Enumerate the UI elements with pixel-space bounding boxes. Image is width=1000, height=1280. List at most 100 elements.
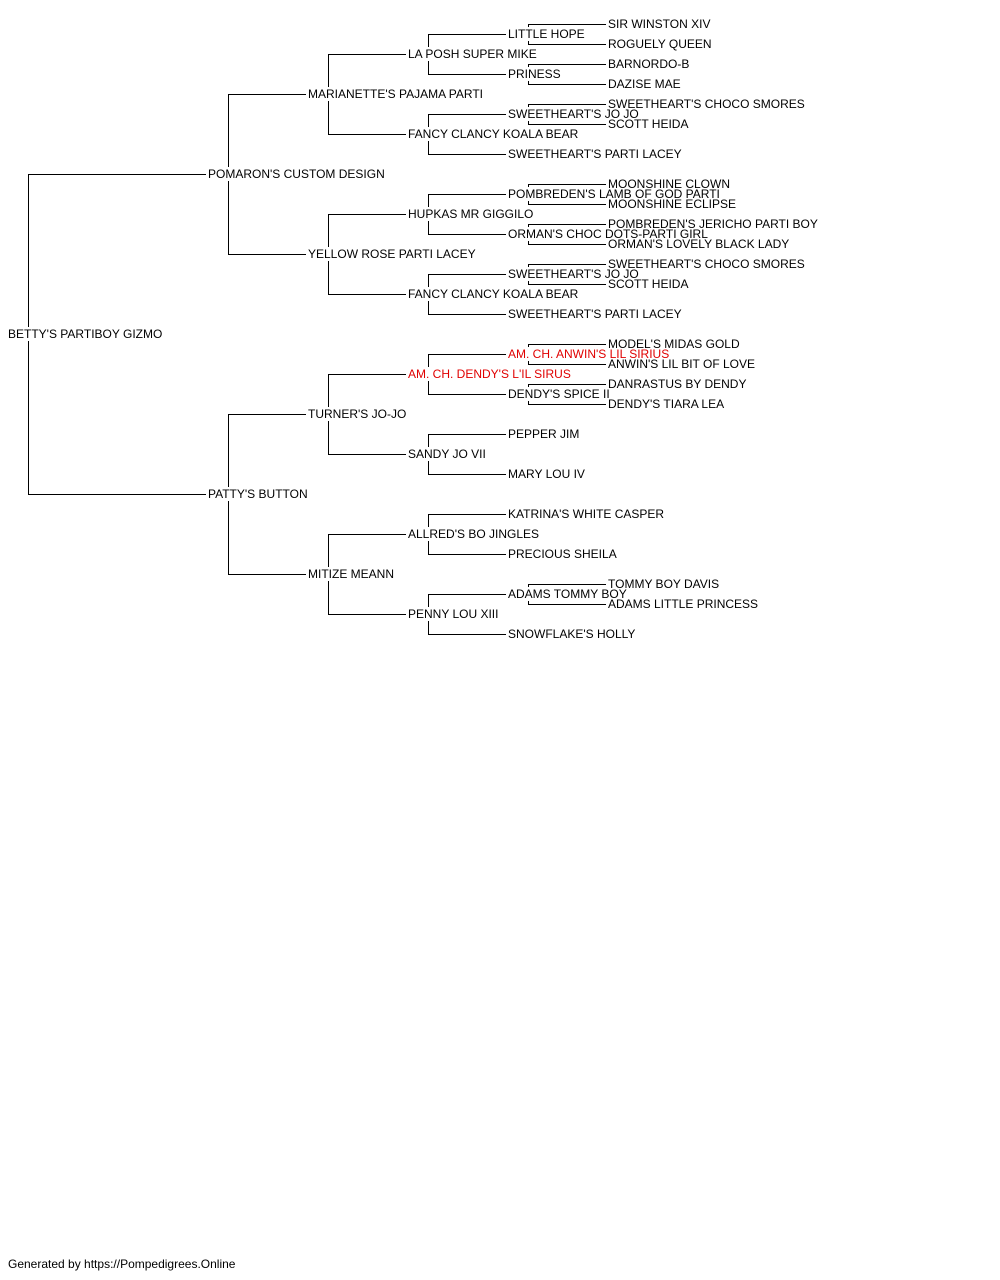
pedigree-node-scott1: SCOTT HEIDA: [608, 117, 689, 131]
connector-fancy1-to-swlacey1: [428, 141, 506, 155]
pedigree-node-tiara: DENDY'S TIARA LEA: [608, 397, 725, 411]
connector-littlehope-to-roguely: [528, 41, 606, 45]
connector-anwin-to-anwinlove: [528, 361, 606, 365]
pedigree-node-katrina: KATRINA'S WHITE CASPER: [508, 507, 665, 521]
pedigree-node-swjojo1: SWEETHEART'S JO JO: [508, 107, 639, 121]
pedigree-node-laposh: LA POSH SUPER MIKE: [408, 47, 537, 61]
pedigree-node-gizmo: BETTY'S PARTIBOY GIZMO: [8, 327, 163, 341]
pedigree-node-mclown: MOONSHINE CLOWN: [608, 177, 731, 191]
connector-sandy-to-pepperjim: [428, 434, 506, 447]
pedigree-node-maryloui: MARY LOU IV: [508, 467, 585, 481]
connector-yellowrose-to-hupkas: [328, 214, 406, 247]
connector-turner-to-sandy: [328, 421, 406, 455]
connector-marianette-to-laposh: [328, 54, 406, 87]
pedigree-node-roguely: ROGUELY QUEEN: [608, 37, 712, 51]
connector-ormanchoc-to-jericho: [528, 224, 606, 227]
pedigree-node-adamsprincess: ADAMS LITTLE PRINCESS: [608, 597, 759, 611]
pedigree-node-precious: PRECIOUS SHEILA: [508, 547, 617, 561]
pedigree-node-yellowrose: YELLOW ROSE PARTI LACEY: [308, 247, 476, 261]
connector-pennylou-to-snowflake: [428, 621, 506, 635]
pedigree-node-snowflake: SNOWFLAKE'S HOLLY: [508, 627, 636, 641]
connector-pomaron-to-yellowrose: [228, 181, 306, 255]
connector-laposh-to-littlehope: [428, 34, 506, 47]
connector-pombreden-to-mclown: [528, 184, 606, 187]
pedigree-node-hupkas: HUPKAS MR GIGGILO: [408, 207, 534, 221]
pedigree-node-swjojo2: SWEETHEART'S JO JO: [508, 267, 639, 281]
pedigree-node-pombreden: POMBREDEN'S LAMB OF GOD PARTI: [508, 187, 720, 201]
pedigree-node-adamstommy: ADAMS TOMMY BOY: [508, 587, 627, 601]
connector-anwin-to-midas: [528, 344, 606, 347]
pedigree-node-ormanchoc: ORMAN'S CHOC DOTS-PARTI GIRL: [508, 227, 708, 241]
pedigree-node-fancy1: FANCY CLANCY KOALA BEAR: [408, 127, 579, 141]
connector-turner-to-dendy: [328, 374, 406, 407]
connector-swjojo1-to-chocsmores1: [528, 104, 606, 107]
pedigree-node-pomaron: POMARON'S CUSTOM DESIGN: [208, 167, 385, 181]
pedigree-node-jericho: POMBREDEN'S JERICHO PARTI BOY: [608, 217, 818, 231]
pedigree-node-allred: ALLRED'S BO JINGLES: [408, 527, 540, 541]
connector-ormanchoc-to-ormanlovely: [528, 241, 606, 245]
pedigree-node-fancy2: FANCY CLANCY KOALA BEAR: [408, 287, 579, 301]
connector-allred-to-katrina: [428, 514, 506, 527]
pedigree-node-meclipse: MOONSHINE ECLIPSE: [608, 197, 737, 211]
pedigree-node-priness: PRINESS: [508, 67, 561, 81]
pedigree-node-dendy: AM. CH. DENDY'S L'IL SIRUS: [408, 367, 571, 381]
pedigree-node-barnordo: BARNORDO-B: [608, 57, 690, 71]
pedigree-node-sandy: SANDY JO VII: [408, 447, 486, 461]
connector-dendyspice-to-tiara: [528, 401, 606, 405]
connector-adamstommy-to-adamsprincess: [528, 601, 606, 605]
connector-littlehope-to-winston: [528, 24, 606, 27]
connector-patty-to-mitize: [228, 501, 306, 575]
connector-dendy-to-anwin: [428, 354, 506, 367]
connector-fancy2-to-swjojo2: [428, 274, 506, 287]
connector-hupkas-to-ormanchoc: [428, 221, 506, 235]
connector-marianette-to-fancy1: [328, 101, 406, 135]
connector-laposh-to-priness: [428, 61, 506, 75]
pedigree-node-danrastus: DANRASTUS BY DENDY: [608, 377, 747, 391]
connector-mitize-to-allred: [328, 534, 406, 567]
connector-adamstommy-to-tommydavis: [528, 584, 606, 587]
pedigree-node-pennylou: PENNY LOU XIII: [408, 607, 499, 621]
pedigree-node-chocsmores2: SWEETHEART'S CHOCO SMORES: [608, 257, 805, 271]
pedigree-node-mitize: MITIZE MEANN: [308, 567, 394, 581]
pedigree-node-pepperjim: PEPPER JIM: [508, 427, 580, 441]
connector-priness-to-dazise: [528, 81, 606, 85]
connector-fancy2-to-swlacey2: [428, 301, 506, 315]
connector-swjojo2-to-chocsmores2: [528, 264, 606, 267]
connector-fancy1-to-swjojo1: [428, 114, 506, 127]
generator-credit: Generated by https://Pompedigrees.Online: [8, 1257, 236, 1271]
connector-sandy-to-maryloui: [428, 461, 506, 475]
connector-pombreden-to-meclipse: [528, 201, 606, 205]
connector-mitize-to-pennylou: [328, 581, 406, 615]
connector-priness-to-barnordo: [528, 64, 606, 67]
pedigree-node-tommydavis: TOMMY BOY DAVIS: [608, 577, 720, 591]
pedigree-node-anwin: AM. CH. ANWIN'S LIL SIRIUS: [508, 347, 670, 361]
connector-swjojo2-to-scott2: [528, 281, 606, 285]
pedigree-node-winston: SIR WINSTON XIV: [608, 17, 711, 31]
connector-allred-to-precious: [428, 541, 506, 555]
connector-hupkas-to-pombreden: [428, 194, 506, 207]
pedigree-node-swlacey1: SWEETHEART'S PARTI LACEY: [508, 147, 682, 161]
pedigree-node-swlacey2: SWEETHEART'S PARTI LACEY: [508, 307, 682, 321]
pedigree-node-turner: TURNER'S JO-JO: [308, 407, 407, 421]
pedigree-node-marianette: MARIANETTE'S PAJAMA PARTI: [308, 87, 483, 101]
connector-gizmo-to-pomaron: [28, 174, 206, 327]
pedigree-node-anwinlove: ANWIN'S LIL BIT OF LOVE: [608, 357, 755, 371]
connector-yellowrose-to-fancy2: [328, 261, 406, 295]
connector-pomaron-to-marianette: [228, 94, 306, 167]
connector-patty-to-turner: [228, 414, 306, 487]
pedigree-node-midas: MODEL'S MIDAS GOLD: [608, 337, 740, 351]
connector-dendyspice-to-danrastus: [528, 384, 606, 387]
connector-pennylou-to-adamstommy: [428, 594, 506, 607]
pedigree-node-chocsmores1: SWEETHEART'S CHOCO SMORES: [608, 97, 805, 111]
connector-gizmo-to-patty: [28, 341, 206, 495]
pedigree-node-ormanlovely: ORMAN'S LOVELY BLACK LADY: [608, 237, 790, 251]
connector-swjojo1-to-scott1: [528, 121, 606, 125]
pedigree-node-dendyspice: DENDY'S SPICE II: [508, 387, 610, 401]
pedigree-node-dazise: DAZISE MAE: [608, 77, 681, 91]
pedigree-node-patty: PATTY'S BUTTON: [208, 487, 308, 501]
connector-dendy-to-dendyspice: [428, 381, 506, 395]
pedigree-node-scott2: SCOTT HEIDA: [608, 277, 689, 291]
pedigree-node-littlehope: LITTLE HOPE: [508, 27, 585, 41]
